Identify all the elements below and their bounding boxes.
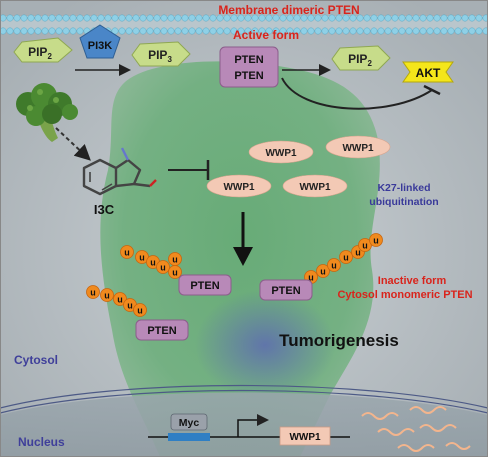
i3c-molecule-icon: [82, 147, 157, 196]
nucleus-region: [0, 392, 488, 457]
svg-text:PIP2: PIP2: [28, 45, 52, 61]
ubiquitin-label: u: [139, 253, 145, 263]
wwp1-label: WWP1: [223, 182, 255, 193]
akt: AKT: [402, 61, 454, 83]
ubiquitin-bead: u: [156, 260, 170, 274]
ubiquitin-label: u: [320, 267, 326, 277]
active-form-label: Active form: [233, 28, 299, 42]
ubiquitin-label: u: [137, 306, 143, 316]
ubiquitin-bead: u: [113, 292, 127, 306]
pip3-label: PIP: [148, 48, 167, 62]
akt-label: AKT: [416, 66, 441, 80]
tumorigenesis-label: Tumorigenesis: [279, 331, 399, 350]
arrow-down-ubiquitination: [233, 212, 253, 266]
cytosol-label: Cytosol: [14, 353, 58, 367]
pip2-right-label: PIP: [348, 52, 367, 66]
wwp1-gene-label: WWP1: [289, 432, 321, 443]
gene-locus: Myc WWP1: [148, 413, 350, 446]
pten-monomer-label: PTEN: [190, 280, 219, 292]
myc-factor: [170, 413, 208, 431]
pip2-right: PIP2: [331, 45, 391, 71]
ubiquitin-bead: u: [168, 252, 182, 266]
ubiquitin-label: u: [127, 301, 133, 311]
pip2-left-subscript: 2: [47, 52, 52, 61]
inhibition-bar-akt: [423, 84, 441, 96]
ubiquitin-bead: u: [369, 233, 383, 247]
wwp1-ellipse: [325, 135, 391, 159]
broccoli-icon: [16, 83, 78, 142]
wwp1-group: WWP1 WWP1 WWP1 WWP1: [206, 135, 391, 198]
wwp1-label: WWP1: [265, 148, 297, 159]
ubiquitin-bead: u: [86, 285, 100, 299]
ubiquitin-bead: u: [339, 250, 353, 264]
ubiquitin-bead: u: [168, 265, 182, 279]
ubiquitin-bead: u: [316, 264, 330, 278]
ubiquitin-label: u: [124, 248, 130, 258]
k27-linked-label: K27-linked: [377, 182, 430, 194]
myc-binding-site: [168, 433, 210, 441]
ubiquitin-label: u: [172, 255, 178, 265]
mrna-squiggles: [361, 406, 471, 452]
ubiquitin-bead: u: [327, 258, 341, 272]
ubiquitin-label: u: [104, 291, 110, 301]
wwp1-label: WWP1: [299, 182, 331, 193]
svg-text:PIP3: PIP3: [148, 48, 172, 64]
ubiquitin-label: u: [362, 241, 368, 251]
wwp1-ellipse: [248, 140, 314, 164]
pip3: PIP3: [131, 41, 191, 67]
ubiquitin-label: u: [117, 295, 123, 305]
nuclear-envelope-outer: [0, 384, 488, 409]
pip2-left-label: PIP: [28, 45, 47, 59]
svg-text:PIP2: PIP2: [348, 52, 372, 68]
ubiquitin-label: u: [172, 268, 178, 278]
pi3k-enzyme: PI3K: [79, 24, 121, 59]
transcription-start-arrow: [237, 414, 269, 437]
i3c-label: I3C: [94, 202, 115, 217]
nucleus-label: Nucleus: [18, 435, 65, 449]
cytosol-monomeric-pten-label: Cytosol monomeric PTEN: [337, 289, 472, 301]
pten-monomer-label: PTEN: [147, 325, 176, 337]
membrane-title: Membrane dimeric PTEN: [218, 3, 359, 17]
wwp1-label: WWP1: [342, 143, 374, 154]
pi3k-label: PI3K: [88, 40, 113, 52]
wwp1-gene-box: [279, 426, 331, 446]
pten-dimer-top-label: PTEN: [234, 54, 263, 66]
ubiquitin-label: u: [373, 236, 379, 246]
pten-dimer-bottom-label: PTEN: [234, 70, 263, 82]
arrow-broccoli-to-i3c: [55, 127, 91, 161]
ubiquitin-label: u: [355, 248, 361, 258]
ubiquitin-bead: u: [100, 288, 114, 302]
pten-monomer: PTEN: [259, 279, 313, 301]
inhibition-curve-pten-akt: [281, 77, 433, 110]
pten-monomer: PTEN: [178, 274, 232, 296]
ubiquitin-bead: u: [120, 245, 134, 259]
pten-dimer: PTEN PTEN: [219, 46, 279, 88]
ubiquitin-label: u: [150, 258, 156, 268]
inactive-form-label: Inactive form: [378, 275, 447, 287]
ubiquitin-label: u: [90, 288, 96, 298]
ubiquitin-label: u: [343, 253, 349, 263]
pten-monomer: PTEN: [135, 319, 189, 341]
pten-monomer-label: PTEN: [271, 285, 300, 297]
ubiquitin-label: u: [308, 273, 314, 283]
ubiquitin-bead: u: [133, 303, 147, 317]
wwp1-ellipse: [282, 174, 348, 198]
ubiquitin-label: u: [160, 263, 166, 273]
pip3-subscript: 3: [167, 55, 172, 64]
ubiquitination-label: ubiquitination: [369, 196, 438, 208]
nuclear-envelope-inner: [0, 389, 488, 414]
nuclear-stain: [195, 290, 335, 400]
ubiquitin-label: u: [331, 261, 337, 271]
wwp1-ellipse: [206, 174, 272, 198]
pip2-left: PIP2: [13, 37, 73, 63]
pip2-right-subscript: 2: [367, 59, 372, 68]
myc-label: Myc: [179, 417, 200, 429]
